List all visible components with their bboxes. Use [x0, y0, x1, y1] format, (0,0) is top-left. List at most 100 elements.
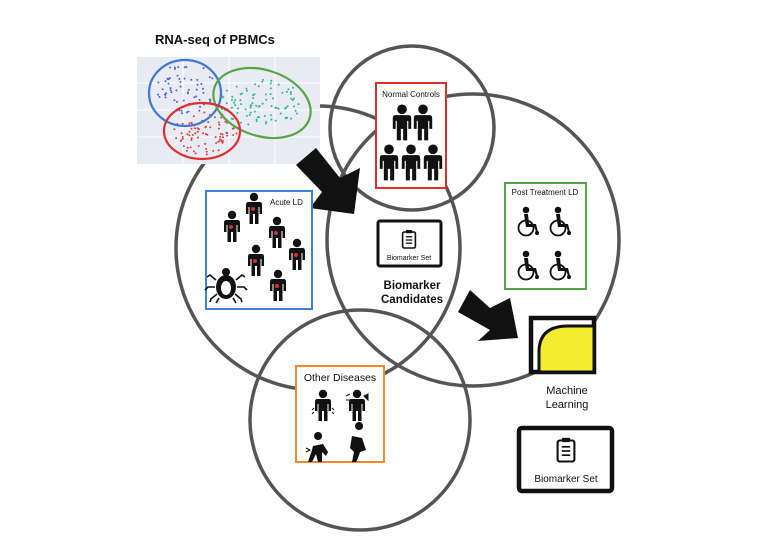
- teal-point: [239, 121, 242, 124]
- teal-point: [261, 102, 264, 105]
- blue-point: [178, 77, 181, 80]
- blue-point: [161, 88, 164, 91]
- red-point: [204, 133, 207, 135]
- blue-point: [179, 85, 182, 88]
- blue-point: [176, 100, 178, 103]
- venn-circle-other: [248, 308, 472, 532]
- acute-ld-box: Acute LD: [204, 190, 313, 310]
- blue-point: [167, 82, 170, 85]
- red-point: [212, 149, 215, 152]
- blue-point: [202, 87, 204, 90]
- red-point: [232, 134, 235, 136]
- teal-point: [269, 82, 272, 85]
- blue-point: [183, 66, 186, 69]
- center-biomarker-set-label: Biomarker Set: [387, 255, 431, 262]
- red-point: [196, 127, 199, 130]
- machine-learning-line1: Machine: [546, 385, 588, 397]
- teal-point: [231, 99, 233, 101]
- red-point: [217, 127, 220, 130]
- teal-point: [255, 104, 258, 107]
- teal-point: [270, 105, 273, 108]
- red-point: [191, 134, 194, 136]
- blue-point: [186, 111, 188, 114]
- other-diseases-people: [305, 389, 369, 462]
- blue-point: [164, 93, 167, 96]
- red-point: [196, 130, 199, 133]
- blue-point: [195, 88, 198, 91]
- blue-point: [202, 67, 205, 70]
- red-point: [197, 136, 199, 139]
- teal-point: [232, 118, 234, 120]
- red-point: [194, 132, 197, 135]
- red-point: [218, 123, 221, 126]
- teal-point: [277, 107, 280, 110]
- blue-point: [209, 99, 212, 101]
- teal-point: [287, 88, 290, 91]
- red-point: [215, 142, 218, 145]
- blue-point: [169, 66, 172, 69]
- blue-point: [173, 68, 176, 70]
- red-point: [217, 149, 220, 152]
- blue-point: [211, 77, 214, 80]
- teal-point: [292, 97, 295, 100]
- blue-point: [187, 88, 190, 91]
- teal-point: [265, 120, 268, 123]
- red-point: [188, 134, 191, 137]
- red-point: [190, 139, 193, 141]
- cluster-ellipse-red: [162, 101, 242, 161]
- teal-point: [255, 120, 258, 123]
- teal-point: [279, 112, 282, 115]
- blue-point: [169, 87, 172, 90]
- teal-point: [270, 79, 273, 82]
- teal-point: [290, 117, 292, 120]
- blue-point: [168, 77, 171, 80]
- teal-point: [248, 114, 251, 116]
- blue-point: [169, 89, 172, 92]
- red-point: [186, 146, 189, 149]
- teal-point: [235, 85, 238, 88]
- normal-controls-label: Normal Controls: [382, 90, 440, 99]
- red-point: [221, 133, 224, 136]
- teal-point: [262, 78, 264, 81]
- blue-point: [157, 81, 160, 84]
- teal-point: [265, 98, 268, 101]
- teal-point: [230, 106, 233, 109]
- blue-point: [182, 99, 185, 102]
- blue-point: [176, 74, 179, 77]
- teal-point: [245, 89, 248, 92]
- red-point: [224, 120, 227, 123]
- teal-point: [249, 106, 252, 109]
- blue-point: [196, 83, 199, 86]
- teal-point: [285, 90, 288, 93]
- teal-point: [290, 92, 292, 95]
- output-biomarker-set-label: Biomarker Set: [534, 474, 598, 485]
- teal-point: [252, 97, 255, 99]
- blue-point: [193, 96, 196, 99]
- red-point: [182, 145, 185, 148]
- blue-point: [195, 95, 198, 98]
- red-point: [225, 132, 228, 134]
- teal-point: [270, 114, 272, 117]
- blue-point: [198, 98, 201, 101]
- teal-point: [294, 109, 297, 112]
- red-point: [188, 122, 191, 125]
- post-treatment-box: Post Treatment LD: [504, 182, 587, 290]
- teal-point: [247, 123, 250, 126]
- teal-point: [295, 112, 298, 115]
- red-point: [190, 121, 193, 124]
- teal-point: [263, 115, 266, 117]
- teal-point: [234, 104, 237, 107]
- biomarker-candidates-line1: Biomarker: [384, 280, 441, 292]
- teal-point: [222, 96, 225, 99]
- red-point: [202, 132, 205, 135]
- red-point: [214, 136, 217, 139]
- red-point: [190, 127, 193, 130]
- ml-curve: [537, 324, 596, 374]
- blue-point: [200, 82, 203, 85]
- teal-point: [272, 97, 274, 100]
- red-point: [217, 121, 220, 124]
- teal-point: [281, 91, 284, 94]
- red-point: [205, 150, 208, 153]
- teal-point: [274, 119, 277, 122]
- blue-point: [208, 76, 211, 79]
